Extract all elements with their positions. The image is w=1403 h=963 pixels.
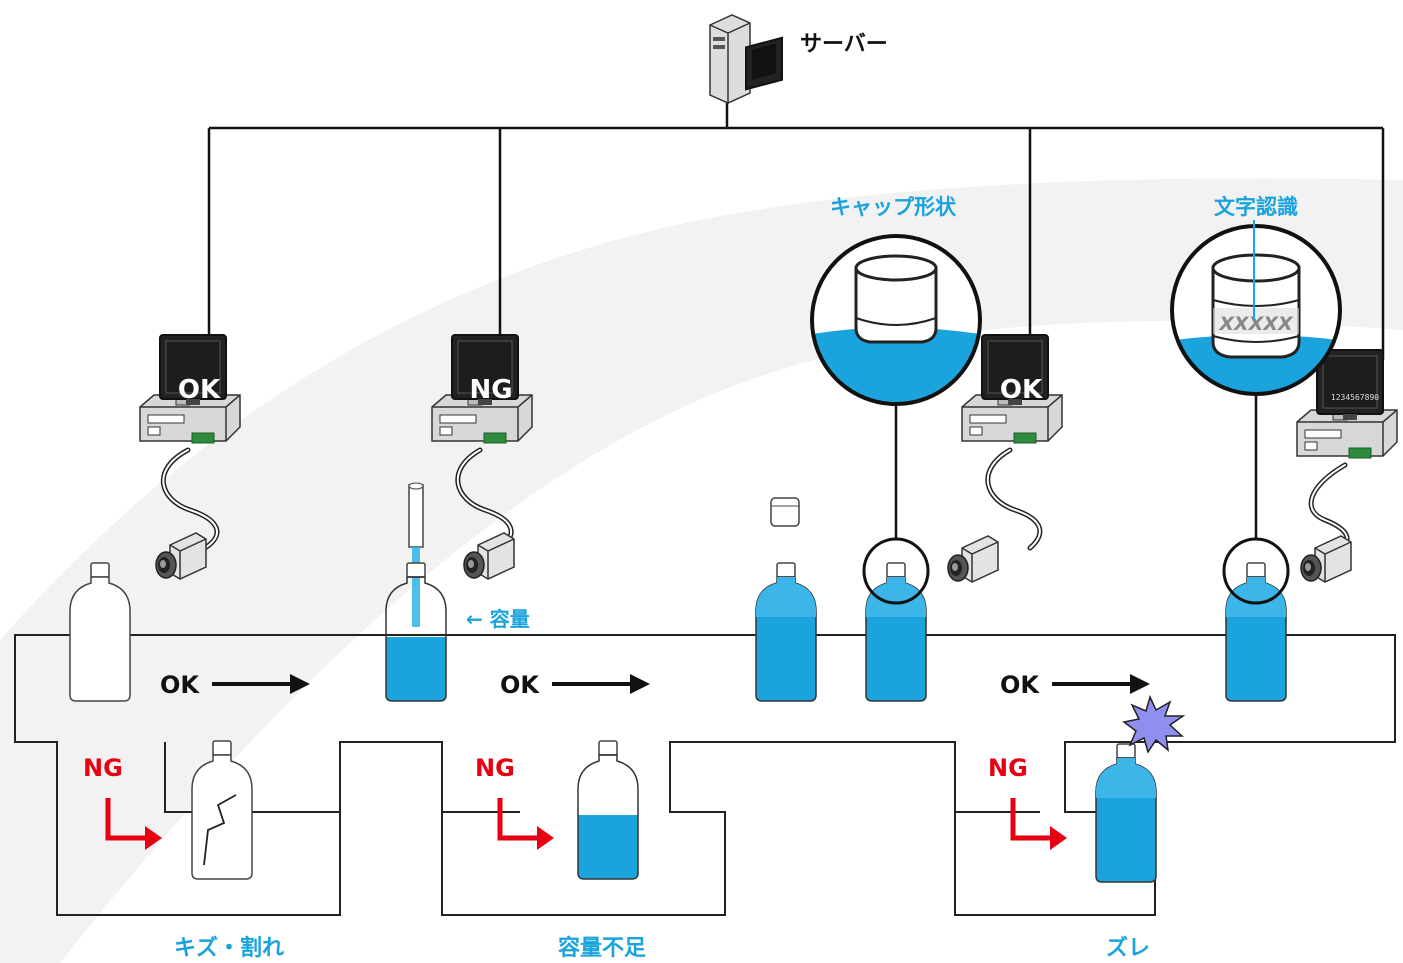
conveyor-outline xyxy=(14,634,1396,916)
bottle-misaligned-cap xyxy=(1095,743,1157,883)
bottle-low-volume xyxy=(577,740,639,880)
ng-arrow-3 xyxy=(1010,798,1050,841)
char-recognition-label: 文字認識 xyxy=(1214,195,1298,219)
ng-arrow-1 xyxy=(105,798,145,841)
camera-4-icon xyxy=(1300,535,1352,583)
ok-label-2: OK xyxy=(500,671,540,699)
cap-shape-label: キャップ形状 xyxy=(830,195,957,219)
ng-label-1: NG xyxy=(83,754,123,782)
camera-2-icon xyxy=(463,532,515,580)
server-icon xyxy=(709,14,783,104)
ng-label-3: NG xyxy=(988,754,1028,782)
server-label: サーバー xyxy=(800,32,888,57)
bottle-full-uncapped xyxy=(755,562,817,702)
char-recognition-zoom xyxy=(1170,224,1342,396)
ok-label-3: OK xyxy=(1000,671,1040,699)
cap-shape-zoom xyxy=(810,234,982,406)
bottle-cracked xyxy=(191,740,253,880)
monitor-3-text: OK xyxy=(1000,375,1043,405)
bottle-full-capped xyxy=(865,562,927,702)
defect-starburst xyxy=(1122,694,1186,754)
camera-3-icon xyxy=(947,535,999,583)
monitor-2-text: NG xyxy=(469,375,512,405)
ng-label-2: NG xyxy=(475,754,515,782)
reject-label-1: キズ・割れ xyxy=(174,935,284,961)
network-lines xyxy=(207,95,1385,360)
char-sample-text: XXXXX xyxy=(1218,313,1294,335)
monitor-4-text: 1234567890 xyxy=(1331,393,1379,402)
filling-nozzle xyxy=(408,482,424,627)
monitor-1-text: OK xyxy=(178,375,221,405)
ok-label-1: OK xyxy=(160,671,200,699)
ng-arrow-2 xyxy=(497,798,537,841)
bottle-final xyxy=(1225,562,1287,702)
volume-label: ← 容量 xyxy=(466,607,530,631)
reject-label-2: 容量不足 xyxy=(558,935,646,961)
reject-label-3: ズレ xyxy=(1106,935,1150,961)
cap-icon xyxy=(770,497,800,527)
background-watermark xyxy=(0,178,1403,963)
